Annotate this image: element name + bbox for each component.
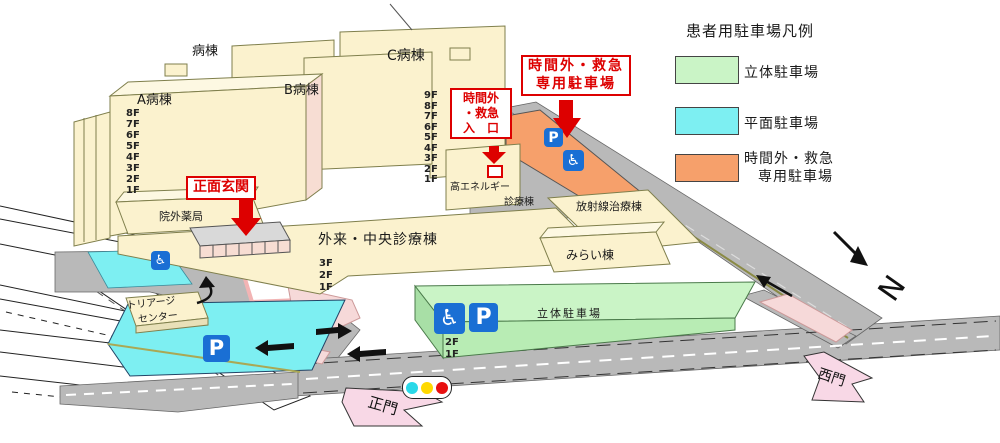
annotation-arrows [231,100,581,236]
floor-label: 8F [126,108,140,119]
floor-label: 1F [126,185,140,196]
parking-sign-deck: P [469,303,498,332]
floors-outpatient: 3F 2F 1F [319,258,333,294]
floors-ward-a: 8F 7F 6F 5F 4F 3F 2F 1F [126,108,140,196]
label-parking-deck: 立体駐車場 [537,307,602,320]
label-high-energy: 高エネルギー 診療棟 [450,178,534,208]
er-entrance-line3: 入 口 [462,121,499,135]
er-entrance-callout: 時間外 ・救急 入 口 [450,88,512,139]
er-parking-callout: 時間外・救急 専用駐車場 [521,55,631,96]
traffic-light-cyan [406,381,418,394]
label-mirai: みらい棟 [566,248,615,262]
building-mirai [539,231,671,273]
legend-label-deck: 立体駐車場 [744,65,819,81]
label-radiation: 放射線治療棟 [576,200,642,213]
floor-label: 7F [424,111,438,122]
entrance-canopy [189,221,291,259]
flow-arrow-west [763,278,793,298]
north-letter: N [869,268,911,306]
er-parking-line1: 時間外・救急 [528,58,624,74]
floor-label: 6F [126,130,140,141]
label-ward-b: B病棟 [284,83,319,98]
floor-label: 4F [126,152,140,163]
floors-ward-c: 9F 8F 7F 6F 5F 4F 3F 2F 1F [424,90,438,186]
legend-label-surface: 平面駐車場 [744,116,819,132]
parking-sign-er: P [544,128,563,147]
main-entrance-callout: 正面玄関 [186,176,256,200]
label-pharmacy: 院外薬局 [159,210,203,223]
floors-parking-deck: 2F 1F [445,337,459,361]
floor-label: 4F [424,142,438,154]
floor-label: 8F [424,100,438,112]
floor-label: 3F [424,153,438,164]
er-entrance-line1: 時間外 [462,91,499,105]
legend-swatch-deck [675,56,739,84]
er-entrance-arrow [482,146,506,164]
legend-swatch-er [675,154,739,182]
west-gate-shape [803,351,874,403]
legend-label-er-line2: 専用駐車場 [758,169,833,185]
flow-arrow-left-2 [347,346,386,362]
label-outpatient: 外来・中央診療棟 [318,232,438,248]
er-parking-arrow [553,100,581,138]
er-entrance-line2: ・救急 [462,106,499,120]
main-entrance-arrow [231,200,261,236]
label-ward-a: A病棟 [137,93,172,108]
floor-label: 5F [424,132,438,143]
floor-label: 3F [126,163,140,174]
label-ward-c: C病棟 [387,48,425,64]
legend-title: 患者用駐車場凡例 [686,22,815,40]
floor-label: 5F [126,141,140,152]
building-pillars [73,111,111,247]
floor-label: 1F [424,174,438,185]
floor-label: 2F [126,174,140,185]
label-high-energy-line2: 診療棟 [504,197,534,208]
floor-label: 6F [424,121,438,133]
label-triage: トリアージ センター [126,291,178,326]
floor-label: 3F [319,258,333,269]
road-bottom-left [59,371,299,413]
building-triage-side [135,317,209,334]
legend-label-er-line1: 時間外・救急 [744,151,834,167]
floor-label: 7F [126,119,140,130]
floor-label: 2F [424,163,438,175]
floor-label: 9F [424,90,438,101]
flow-arrow-right [316,323,352,339]
legend-swatch-surface [675,107,739,135]
building-ward-b [303,51,433,171]
traffic-light-red [436,381,448,394]
er-parking-line2: 専用駐車場 [536,75,616,92]
traffic-light-yellow [421,381,433,394]
floor-label: 2F [445,337,459,348]
flow-arrow-left-1 [255,340,294,356]
floor-label: 1F [445,349,459,360]
parking-sign-surface: P [203,335,230,362]
accessible-icon-entrance: ♿ [151,251,170,270]
accessible-icon-er: ♿ [563,150,584,171]
label-high-energy-line1: 高エネルギー [450,182,510,193]
parking-deck [413,281,756,360]
floor-label: 1F [319,282,333,293]
floor-label: 2F [319,270,333,281]
legend-label-er: 時間外・救急 専用駐車場 [744,150,834,186]
label-ward: 病棟 [192,44,219,59]
flow-arrows [196,275,793,362]
er-entrance-door [487,165,503,178]
traffic-light [402,376,452,399]
accessible-icon-deck: ♿ [434,303,465,334]
